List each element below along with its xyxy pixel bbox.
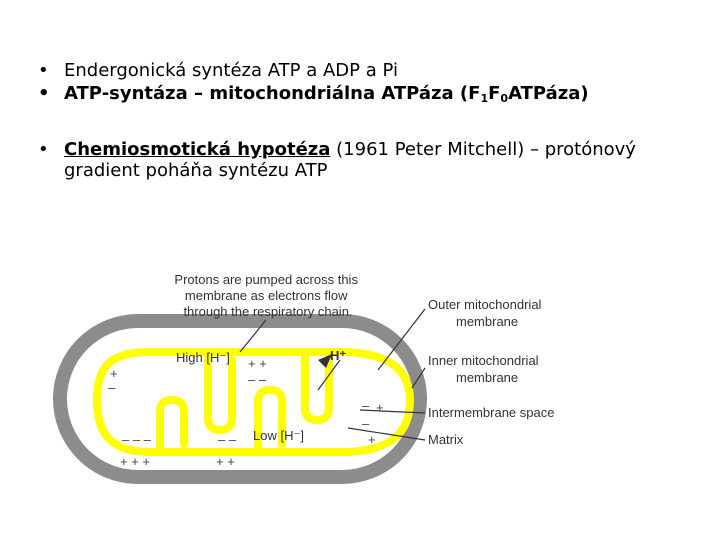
bullet-chemiosmotic-hypothesis: • Chemiosmotická hypotéza (1961 Peter Mi…: [34, 139, 674, 181]
label-line: Inner mitochondrial: [428, 353, 539, 368]
caption-line: Protons are pumped across this: [174, 272, 358, 287]
minus-sign: – –: [218, 432, 237, 447]
leader-matrix: [347, 427, 426, 441]
bullet-atp-synthase: • ATP-syntáza – mitochondriálna ATPáza (…: [34, 83, 674, 109]
proton-arrow-shaft: [317, 359, 341, 391]
label-line: membrane: [456, 370, 518, 385]
crista-fold: [156, 395, 188, 456]
caption-line: through the respiratory chain.: [183, 304, 352, 319]
bullet-text-suffix: ATPáza): [508, 83, 589, 104]
proton-arrow-head: [318, 354, 332, 368]
bullet-dot: •: [38, 139, 49, 160]
bullet-strong-term: Chemiosmotická hypotéza: [64, 139, 331, 160]
bullet-dot: •: [38, 83, 50, 104]
minus-sign: –: [362, 398, 370, 413]
plus-sign: +: [110, 366, 118, 381]
bullet-dot: •: [38, 60, 49, 81]
minus-sign: –: [362, 416, 370, 431]
high-concentration-label: High [H⁻]: [176, 350, 230, 365]
bullet-text: Endergonická syntéza ATP a ADP a Pi: [64, 60, 398, 81]
bullet-text-rest: (1961 Peter Mitchell) – protónový gradie…: [64, 139, 636, 181]
proton-symbol: H⁺: [330, 348, 346, 363]
inner-membrane-shape: [93, 348, 414, 456]
diagram-caption: Protons are pumped across this membrane …: [174, 272, 361, 319]
leader-intermembrane: [359, 409, 426, 414]
subscript-1: 1: [480, 92, 489, 105]
label-line: membrane: [456, 314, 518, 329]
label-intermembrane-space: Intermembrane space: [428, 405, 554, 420]
crista-fold: [204, 348, 236, 435]
minus-sign: – –: [248, 372, 267, 387]
label-matrix: Matrix: [428, 432, 464, 447]
plus-sign: + +: [216, 454, 235, 469]
bullet-endergonic-synthesis: • Endergonická syntéza ATP a ADP a Pi: [34, 60, 674, 81]
minus-sign: – – –: [122, 432, 152, 447]
leader-outer: [377, 308, 426, 371]
leader-inner: [411, 367, 426, 389]
label-inner-membrane: Inner mitochondrial membrane: [428, 353, 542, 385]
crista-fold: [301, 348, 333, 425]
plus-sign: + + +: [120, 454, 150, 469]
outer-membrane-shape: [53, 314, 427, 484]
leader-lines: [239, 308, 426, 441]
low-concentration-label: Low [H⁻]: [253, 428, 304, 443]
label-line: Outer mitochondrial: [428, 297, 542, 312]
leader-caption: [239, 319, 267, 353]
crista-fold: [254, 385, 286, 456]
plus-sign: +: [376, 400, 384, 415]
plus-sign: +: [368, 432, 376, 447]
bullet-list: • Endergonická syntéza ATP a ADP a Pi • …: [34, 60, 674, 181]
bullet-text-mid: F: [488, 83, 501, 104]
bullet-text-prefix: ATP-syntáza – mitochondriálna ATPáza (F: [64, 83, 481, 104]
label-outer-membrane: Outer mitochondrial membrane: [428, 297, 545, 329]
charge-signs: + + – – + – – – – + + + – – + + – + – +: [108, 356, 384, 469]
subscript-0: 0: [500, 92, 509, 105]
plus-sign: + +: [248, 356, 267, 371]
caption-line: membrane as electrons flow: [185, 288, 348, 303]
minus-sign: –: [108, 380, 116, 395]
